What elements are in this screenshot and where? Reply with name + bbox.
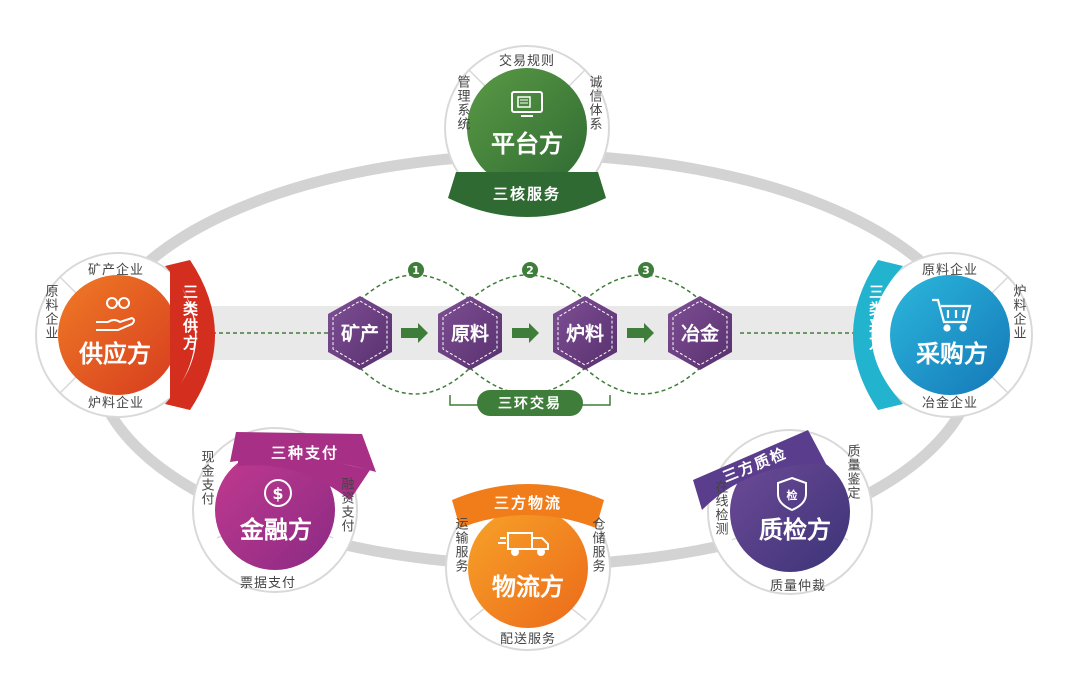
step-number-2: 2 (522, 262, 538, 278)
hex-furnace-material: 炉料 (553, 296, 617, 370)
cart-icon (932, 298, 972, 332)
chain-arrows (401, 323, 654, 343)
svg-text:炉料: 炉料 (566, 322, 604, 345)
svg-text:供应方: 供应方 (78, 340, 151, 368)
step-number-1: 1 (408, 262, 424, 278)
buyer-hub: 三类采方 采购方 原料企业 炉料企业 冶金企业 (853, 252, 1033, 418)
svg-text:冶金: 冶金 (681, 322, 720, 345)
finance-hub: 三种支付 $ 金融方 现金支付 融资支付 票据支付 (192, 427, 376, 593)
supplier-hub: 三类供方 供应方 矿产企业 原料企业 炉料企业 (35, 252, 215, 418)
svg-text:原料企业: 原料企业 (922, 262, 978, 278)
logistics-hub: 三方物流 物流方 运输服务 仓储服务 配送服务 (445, 484, 611, 651)
hex-mineral: 矿产 (328, 296, 392, 370)
svg-text:1: 1 (412, 264, 420, 277)
dollar-coin-icon: $ (264, 479, 292, 507)
svg-text:现金支付: 现金支付 (199, 450, 215, 506)
svg-text:三核服务: 三核服务 (493, 185, 561, 203)
svg-text:三类采方: 三类采方 (867, 284, 885, 352)
svg-text:质量仲裁: 质量仲裁 (770, 578, 826, 594)
svg-text:原料企业: 原料企业 (43, 284, 59, 340)
svg-text:采购方: 采购方 (916, 340, 988, 368)
svg-text:平台方: 平台方 (491, 130, 563, 158)
svg-text:物流方: 物流方 (492, 573, 564, 601)
step-number-3: 3 (638, 262, 654, 278)
svg-text:质量鉴定: 质量鉴定 (845, 444, 861, 500)
svg-text:配送服务: 配送服务 (500, 631, 556, 647)
platform-hub: 三核服务 平台方 交易规则 管理系统 诚信体系 (444, 45, 610, 217)
svg-text:交易规则: 交易规则 (499, 53, 555, 69)
svg-text:2: 2 (526, 264, 534, 277)
svg-text:管理系统: 管理系统 (455, 75, 471, 131)
svg-text:3: 3 (642, 264, 650, 277)
svg-text:三环交易: 三环交易 (498, 395, 562, 412)
svg-text:票据支付: 票据支付 (240, 576, 296, 591)
svg-text:矿产: 矿产 (341, 322, 379, 345)
hex-metallurgy: 冶金 (668, 296, 732, 370)
svg-text:质检方: 质检方 (759, 516, 831, 544)
shield-check-icon: 检 (777, 476, 807, 512)
svg-text:$: $ (272, 484, 283, 503)
svg-text:原料: 原料 (451, 322, 489, 345)
svg-text:运输服务: 运输服务 (453, 517, 469, 573)
svg-text:检: 检 (787, 488, 798, 502)
svg-text:三方物流: 三方物流 (494, 494, 562, 512)
truck-icon (498, 532, 549, 556)
svg-text:在线检测: 在线检测 (713, 480, 729, 536)
svg-text:诚信体系: 诚信体系 (587, 75, 603, 131)
svg-text:融资支付: 融资支付 (339, 477, 355, 533)
hex-raw-material: 原料 (438, 296, 502, 370)
svg-text:炉料企业: 炉料企业 (1011, 284, 1027, 340)
hand-coins-icon (96, 297, 135, 331)
svg-text:三种支付: 三种支付 (271, 444, 339, 462)
monitor-icon (511, 91, 543, 117)
svg-text:金融方: 金融方 (239, 516, 312, 544)
svg-text:冶金企业: 冶金企业 (922, 395, 978, 411)
svg-text:三类供方: 三类供方 (181, 284, 199, 352)
svg-text:炉料企业: 炉料企业 (88, 395, 144, 411)
svg-text:仓储服务: 仓储服务 (590, 517, 606, 573)
quality-hub: 三方质检 检 质检方 在线检测 质量鉴定 质量仲裁 (693, 429, 873, 595)
three-ring-trade-label: 三环交易 (477, 390, 583, 416)
svg-text:矿产企业: 矿产企业 (88, 262, 144, 278)
